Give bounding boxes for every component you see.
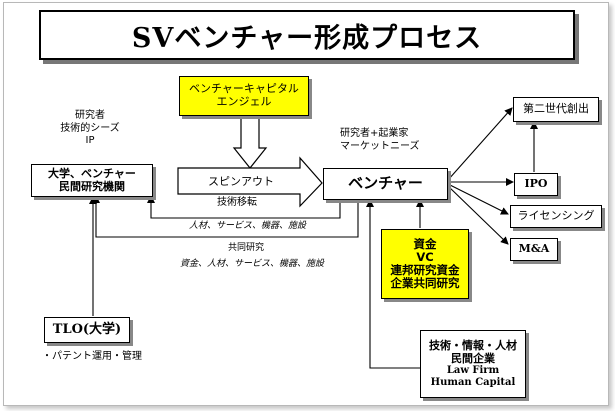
ipo-label: IPO: [524, 177, 548, 191]
venture-box: ベンチャー: [323, 168, 448, 200]
funding-line-2: VC: [416, 249, 434, 264]
patent-label: ・パテント運用・管理: [42, 351, 142, 362]
next-gen-box: 第二世代創出: [513, 97, 599, 122]
to-ma-arrow: [447, 185, 509, 245]
ma-box: M&A: [510, 238, 558, 261]
researcher-entrepreneur-line-2: マーケットニーズ: [340, 140, 420, 152]
next-gen-label: 第二世代創出: [523, 102, 589, 116]
funding-box: 資金 VC 連邦研究資金 企業共同研究: [381, 229, 469, 299]
resources-label-2: 資金、人材、サービス、機器、施設: [180, 259, 325, 269]
ma-label: M&A: [518, 242, 550, 256]
tech-transfer-label: 技術移転: [217, 197, 257, 208]
private-up-arrow: [366, 199, 420, 369]
private-line-1: 技術・情報・人材: [429, 338, 517, 352]
vc-down-arrow: [232, 117, 268, 169]
spinout-label: スピンアウト: [208, 175, 274, 188]
resource-arrow-upper: [147, 195, 341, 219]
university-line-1: 大学、ベンチャー: [48, 166, 136, 180]
vc-angel-line-1: ベンチャーキャピタル: [189, 82, 299, 96]
vc-angel-line-2: エンジェル: [216, 95, 272, 108]
vc-angel-box: ベンチャーキャピタル エンジェル: [179, 76, 309, 116]
spinout-arrow: [177, 156, 323, 208]
researcher-ip-label: 研究者 技術的シーズ IP: [55, 110, 125, 148]
venture-label: ベンチャー: [348, 174, 423, 193]
private-line-4: Human Capital: [430, 376, 516, 388]
funding-line-3: 連邦研究資金: [390, 263, 460, 277]
to-licensing-arrow: [447, 183, 509, 215]
licensing-label: ライセンシング: [517, 209, 595, 223]
private-line-2: 民間企業: [451, 351, 495, 365]
researcher-ip-line-1: 研究者: [75, 110, 105, 121]
funding-line-1: 資金: [413, 236, 437, 251]
university-line-2: 民間研究機関: [59, 179, 125, 193]
researcher-entrepreneur-line-1: 研究者+起業家: [340, 128, 409, 139]
researcher-ip-line-3: IP: [85, 135, 95, 146]
university-box: 大学、ベンチャー 民間研究機関: [31, 164, 153, 197]
researcher-entrepreneur-label: 研究者+起業家 マーケットニーズ: [340, 128, 420, 153]
resource-arrow-lower: [92, 195, 359, 238]
licensing-box: ライセンシング: [510, 205, 602, 228]
funding-line-4: 企業共同研究: [390, 276, 460, 291]
to-next-gen-arrow: [447, 107, 513, 181]
resources-label-1: 人材、サービス、機器、施設: [189, 221, 307, 231]
tlo-label: TLO(大学): [52, 321, 122, 337]
title-box: SVベンチャー形成プロセス: [39, 10, 575, 60]
private-line-3: Law Firm: [446, 365, 500, 377]
ipo-box: IPO: [514, 173, 558, 196]
page-title: SVベンチャー形成プロセス: [131, 22, 483, 54]
private-sector-box: 技術・情報・人材 民間企業 Law Firm Human Capital: [420, 330, 526, 398]
researcher-ip-line-2: 技術的シーズ: [60, 122, 120, 134]
joint-research-label: 共同研究: [228, 243, 265, 253]
tlo-box: TLO(大学): [44, 317, 130, 343]
